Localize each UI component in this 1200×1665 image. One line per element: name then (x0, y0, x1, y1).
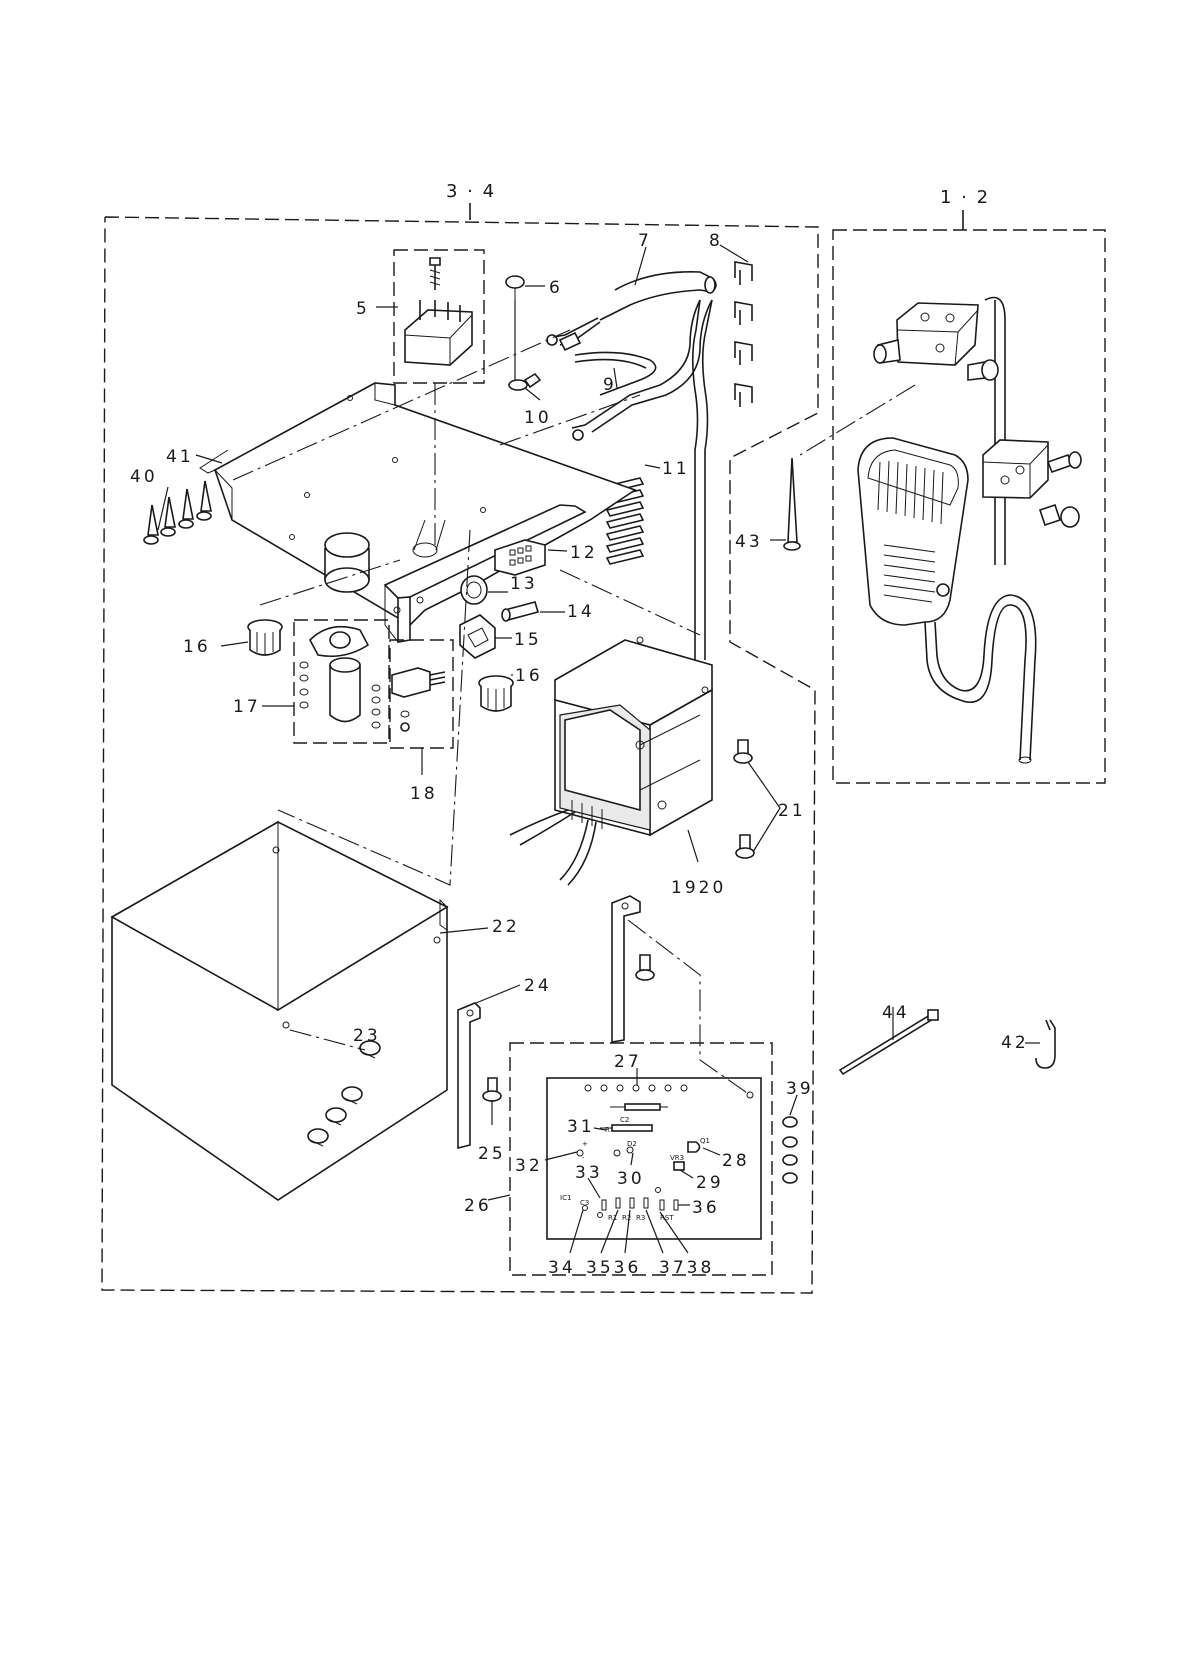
part-label-26: 26 (464, 1196, 492, 1216)
base-plate (199, 382, 637, 627)
bridge-rectifier (404, 257, 473, 366)
part-label-3738: 3738 (659, 1258, 714, 1278)
part-label-10: 10 (524, 408, 552, 428)
assembly-lines (232, 329, 916, 1096)
pcb-mark-minus: - (582, 1154, 585, 1162)
pcb-mark-q1: Q1 (700, 1137, 710, 1145)
pcb-bracket-left (457, 1002, 481, 1150)
cord-bushing-left (247, 619, 283, 656)
control-box-group-boundary (101, 203, 819, 1294)
wood-screw-long (783, 457, 801, 551)
part-label-18: 18 (410, 784, 438, 804)
pcb-mark-c2: C2 (620, 1116, 629, 1124)
part-label-22: 22 (492, 917, 520, 937)
cover-screws (307, 1040, 381, 1147)
part-label-3536: 3536 (586, 1258, 641, 1278)
switch-cap (459, 614, 496, 659)
part-label-5: 5 (356, 299, 370, 319)
part-label-23: 23 (353, 1026, 381, 1046)
pcb-group-box (509, 1042, 773, 1276)
foot-pedal-assembly (857, 296, 1082, 764)
part-label-15: 15 (514, 630, 542, 650)
switch-bracket (383, 504, 587, 643)
part-label-16-left: 16 (183, 637, 211, 657)
part-label-41: 41 (166, 447, 194, 467)
part-label-44: 44 (882, 1003, 910, 1023)
ground-lug (508, 372, 542, 391)
pcb-mark-ic1: IC1 (560, 1194, 571, 1202)
part-label-42: 42 (1001, 1033, 1029, 1053)
part-label-7: 7 (638, 231, 652, 251)
cable-tie (838, 1009, 939, 1076)
part-label-33: 33 (575, 1163, 603, 1183)
part-label-36: 36 (692, 1198, 720, 1218)
transformer-screws (733, 739, 755, 859)
pcb-mark-rst: RST (660, 1214, 674, 1222)
power-switch (460, 575, 488, 605)
part-label-34: 34 (548, 1258, 576, 1278)
part-label-28: 28 (722, 1151, 750, 1171)
capacitor-group-box (293, 619, 390, 744)
part-label-1920: 1920 (671, 878, 726, 898)
pcb-mark-plus: + (582, 1140, 588, 1148)
part-label-31: 31 (567, 1117, 595, 1137)
part-label-13: 13 (510, 574, 538, 594)
part-label-11: 11 (662, 459, 690, 479)
part-label-43: 43 (735, 532, 763, 552)
pcb-mark-d2: D2 (627, 1140, 637, 1148)
part-label-40: 40 (130, 467, 158, 487)
wood-screws (143, 480, 212, 545)
pcb-mark-vr3: VR3 (670, 1154, 684, 1162)
pcb-mark-c3: C3 (580, 1199, 589, 1207)
part-label-14: 14 (567, 602, 595, 622)
diode-pack (391, 667, 446, 732)
group-label-control-box: 3 · 4 (446, 181, 496, 202)
cord-bushing-right (478, 675, 514, 712)
part-label-32: 32 (515, 1156, 543, 1176)
part-label-29: 29 (696, 1173, 724, 1193)
pcb-screw (482, 1077, 502, 1102)
part-label-17: 17 (233, 697, 261, 717)
part-label-39: 39 (786, 1079, 814, 1099)
part-label-27: 27 (614, 1052, 642, 1072)
part-number-labels: 5 6 7 8 9 10 11 12 13 14 15 16 16 17 18 … (130, 231, 1029, 1278)
bridge-rectifier-group-box (393, 249, 485, 384)
pcb-mark-r3: R3 (636, 1214, 645, 1222)
part-label-12: 12 (570, 543, 598, 563)
part-label-25: 25 (478, 1144, 506, 1164)
lead-wire (574, 351, 657, 396)
part-label-24: 24 (524, 976, 552, 996)
part-label-30: 30 (617, 1169, 645, 1189)
part-label-6: 6 (549, 278, 563, 298)
capacitor (299, 625, 381, 729)
pcb-mark-r: R (605, 1126, 610, 1134)
fuse (501, 601, 540, 622)
pcb-mark-r1: R1 (608, 1214, 617, 1222)
pcb-mark-r2: R2 (622, 1214, 631, 1222)
wire-terminals (605, 477, 645, 565)
transformer (509, 636, 713, 886)
part-label-8: 8 (709, 231, 723, 251)
part-label-21: 21 (778, 801, 806, 821)
cord-staples (734, 261, 753, 407)
group-label-pedal: 1 · 2 (940, 187, 990, 208)
pcb-bracket-right (611, 895, 655, 1043)
part-label-16-right: 16 (515, 666, 543, 686)
power-cord (546, 271, 717, 660)
cord-hook (1035, 1019, 1056, 1069)
pcb-screws (782, 1116, 798, 1184)
pedal-group-boundary (832, 210, 1106, 784)
ground-screw (505, 275, 525, 300)
leader-lines (157, 244, 1040, 1254)
box-cover (110, 820, 449, 1201)
terminal-block (494, 539, 546, 576)
part-label-9: 9 (603, 375, 617, 395)
